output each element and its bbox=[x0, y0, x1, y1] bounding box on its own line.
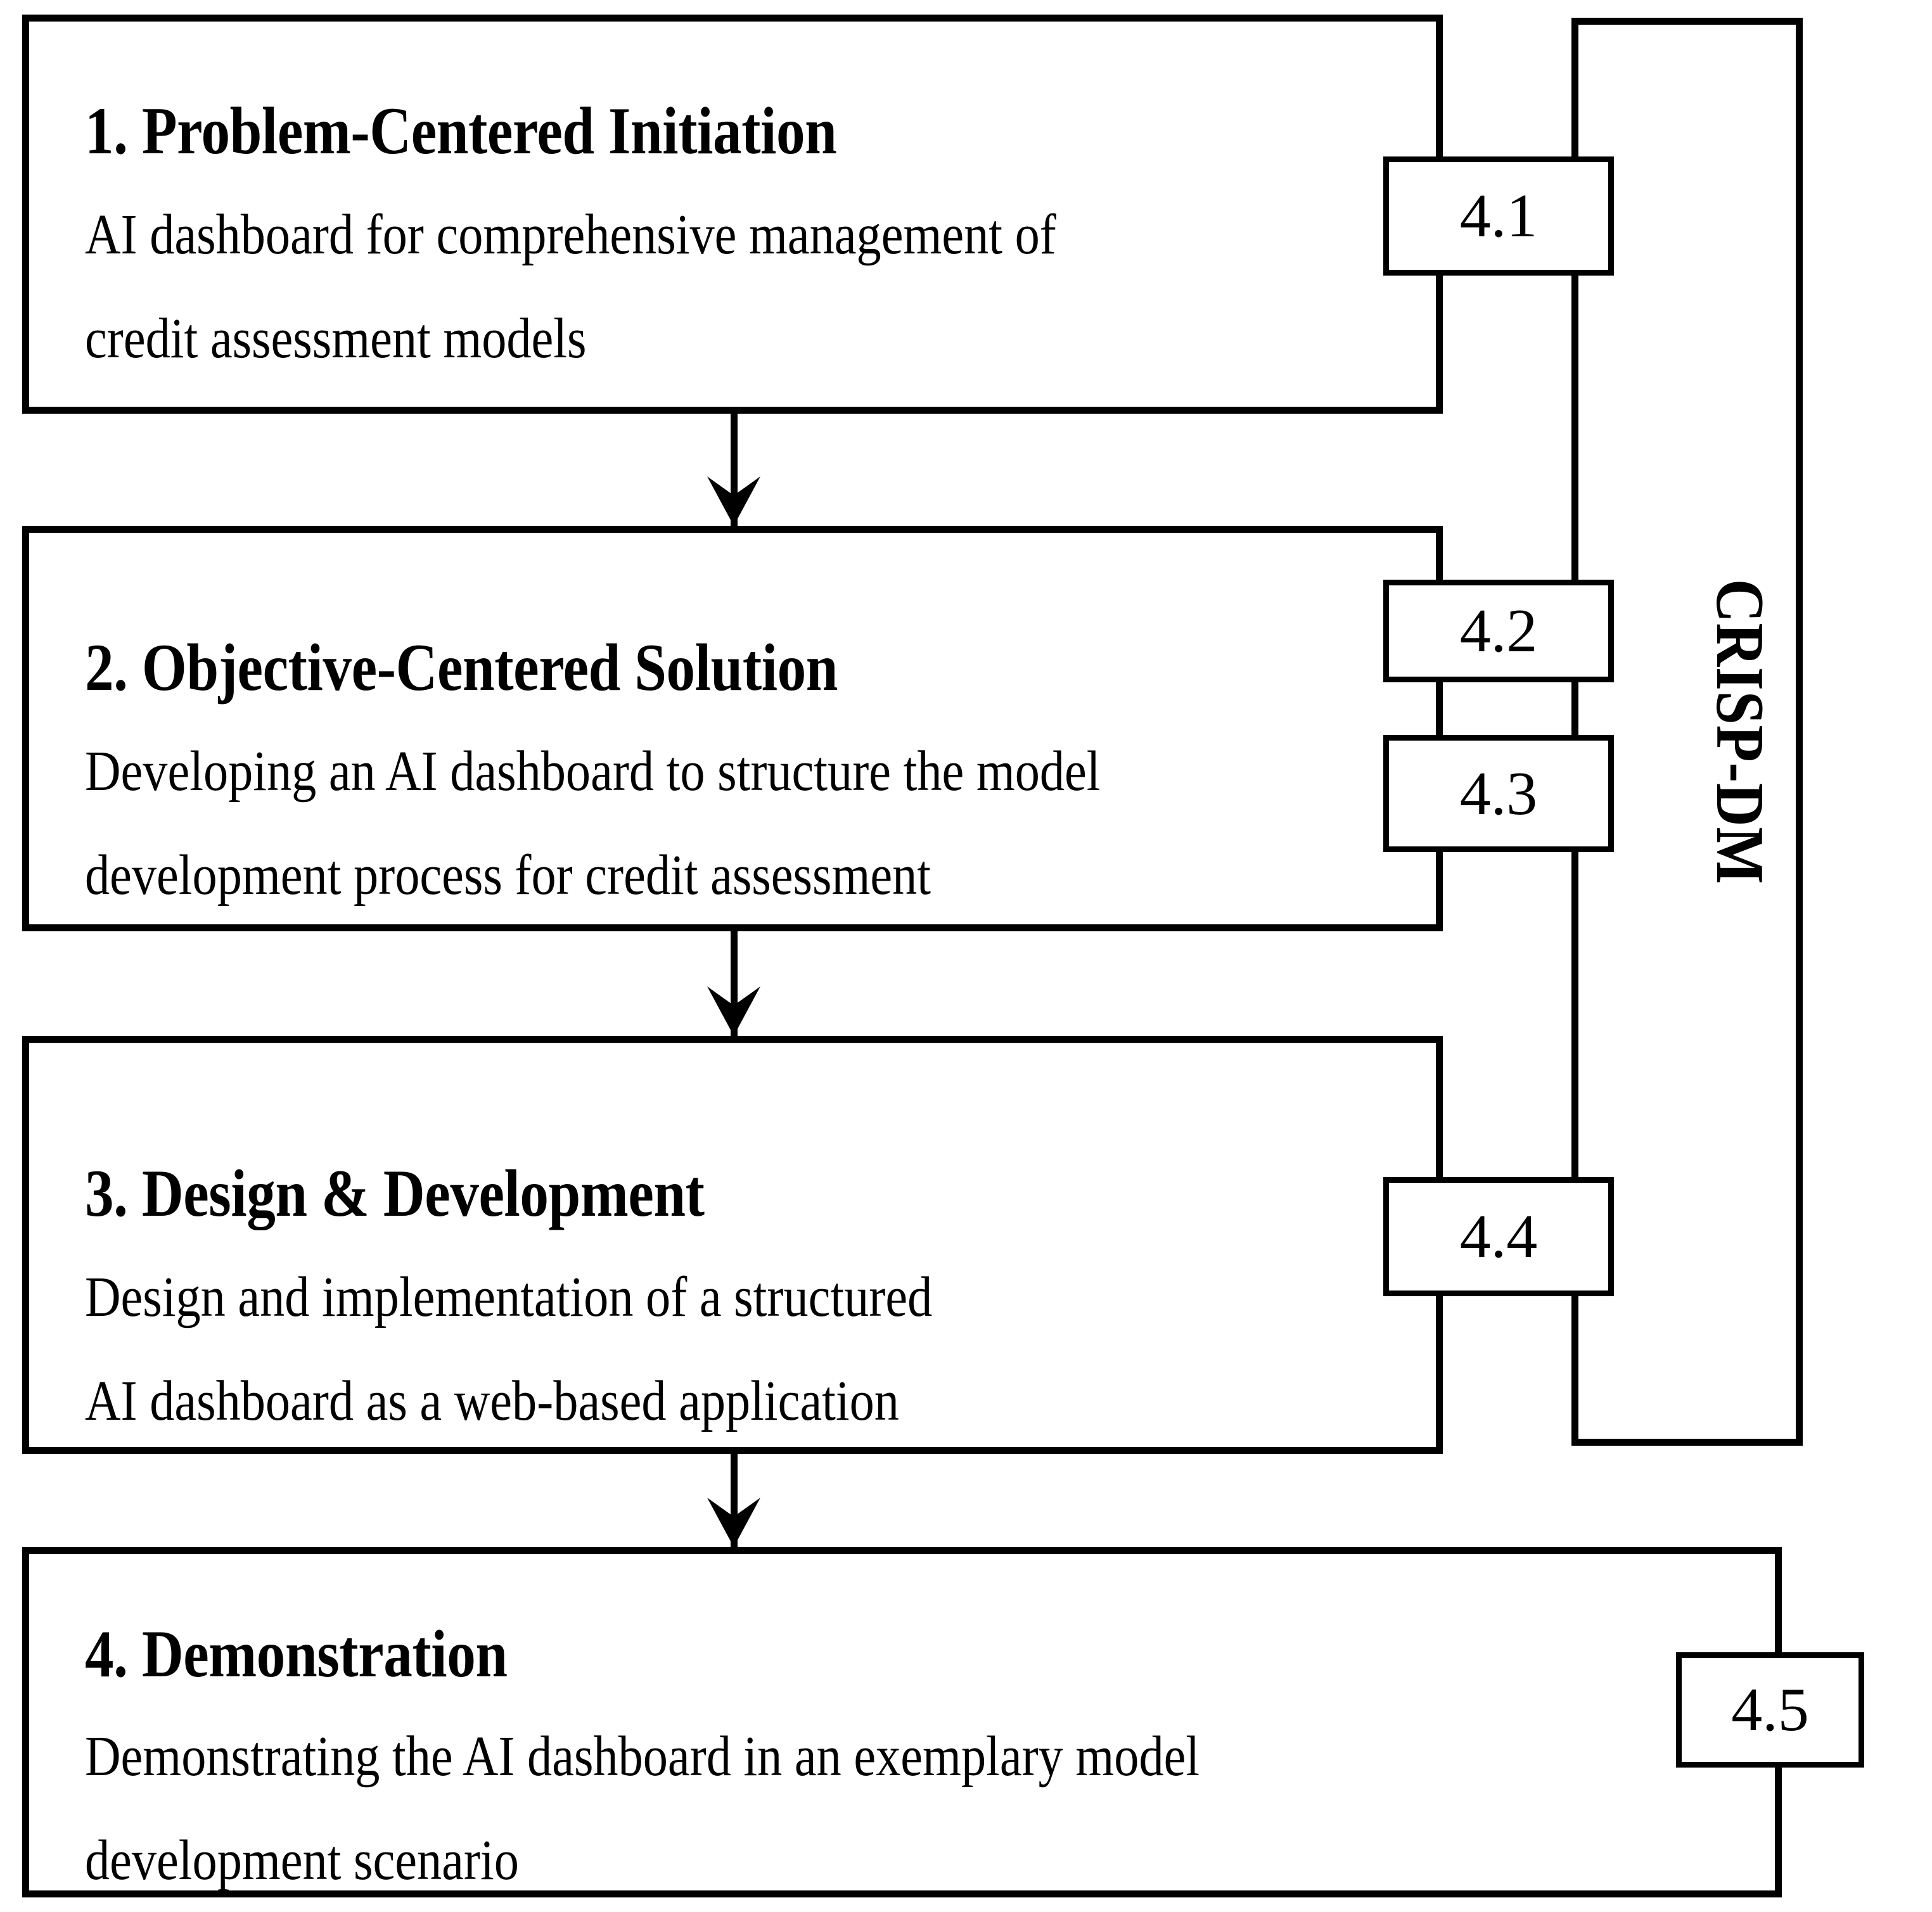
section-tag-4-3: 4.3 bbox=[1383, 735, 1614, 852]
section-tag-4-1: 4.1 bbox=[1383, 156, 1614, 276]
arrow-head-down-icon bbox=[707, 986, 760, 1036]
stage-2-description-line-2: development process for credit assessmen… bbox=[85, 843, 931, 907]
arrow-head-down-icon bbox=[707, 476, 760, 526]
section-tag-4-5: 4.5 bbox=[1676, 1652, 1864, 1768]
stage-box-problem-centered-initiation: 1. Problem-Centered Initiation AI dashbo… bbox=[22, 15, 1443, 414]
stage-box-demonstration: 4. Demonstration Demonstrating the AI da… bbox=[22, 1547, 1782, 1897]
stage-1-description: AI dashboard for comprehensive managemen… bbox=[85, 183, 1056, 391]
stage-4-description-line-1: Demonstrating the AI dashboard in an exe… bbox=[85, 1725, 1200, 1788]
stage-4-description: Demonstrating the AI dashboard in an exe… bbox=[85, 1705, 1200, 1912]
arrow-shaft bbox=[731, 1454, 738, 1547]
stage-1-title: 1. Problem-Centered Initiation bbox=[85, 94, 837, 168]
stage-3-description-line-2: AI dashboard as a web-based application bbox=[85, 1369, 899, 1432]
arrow-shaft bbox=[731, 931, 738, 1036]
stage-1-description-line-1: AI dashboard for comprehensive managemen… bbox=[85, 203, 1056, 266]
crisp-dm-label: CRISP-DM bbox=[1676, 18, 1803, 1446]
crisp-dm-label-text: CRISP-DM bbox=[1702, 578, 1777, 885]
stage-4-title: 4. Demonstration bbox=[85, 1617, 508, 1691]
section-tag-4-4: 4.4 bbox=[1383, 1177, 1614, 1296]
stage-3-description-line-1: Design and implementation of a structure… bbox=[85, 1266, 933, 1329]
crisp-dm-bracket bbox=[1571, 18, 1803, 1446]
arrow-stage-3-to-stage-4 bbox=[707, 1454, 760, 1547]
stage-box-objective-centered-solution: 2. Objective-Centered Solution Developin… bbox=[22, 526, 1443, 931]
arrow-stage-1-to-stage-2 bbox=[707, 414, 760, 526]
arrow-shaft bbox=[731, 414, 738, 526]
stage-2-description: Developing an AI dashboard to structure … bbox=[85, 720, 1101, 927]
arrow-stage-2-to-stage-3 bbox=[707, 931, 760, 1036]
stage-3-description: Design and implementation of a structure… bbox=[85, 1246, 932, 1453]
stage-2-description-line-1: Developing an AI dashboard to structure … bbox=[85, 740, 1101, 803]
arrow-head-down-icon bbox=[707, 1498, 760, 1547]
stage-box-design-and-development: 3. Design & Development Design and imple… bbox=[22, 1036, 1443, 1454]
stage-4-description-line-2: development scenario bbox=[85, 1828, 519, 1892]
stage-2-title: 2. Objective-Centered Solution bbox=[85, 630, 838, 704]
stage-3-title: 3. Design & Development bbox=[85, 1156, 705, 1230]
stage-1-description-line-2: credit assessment models bbox=[85, 307, 587, 370]
section-tag-4-2: 4.2 bbox=[1383, 580, 1614, 682]
